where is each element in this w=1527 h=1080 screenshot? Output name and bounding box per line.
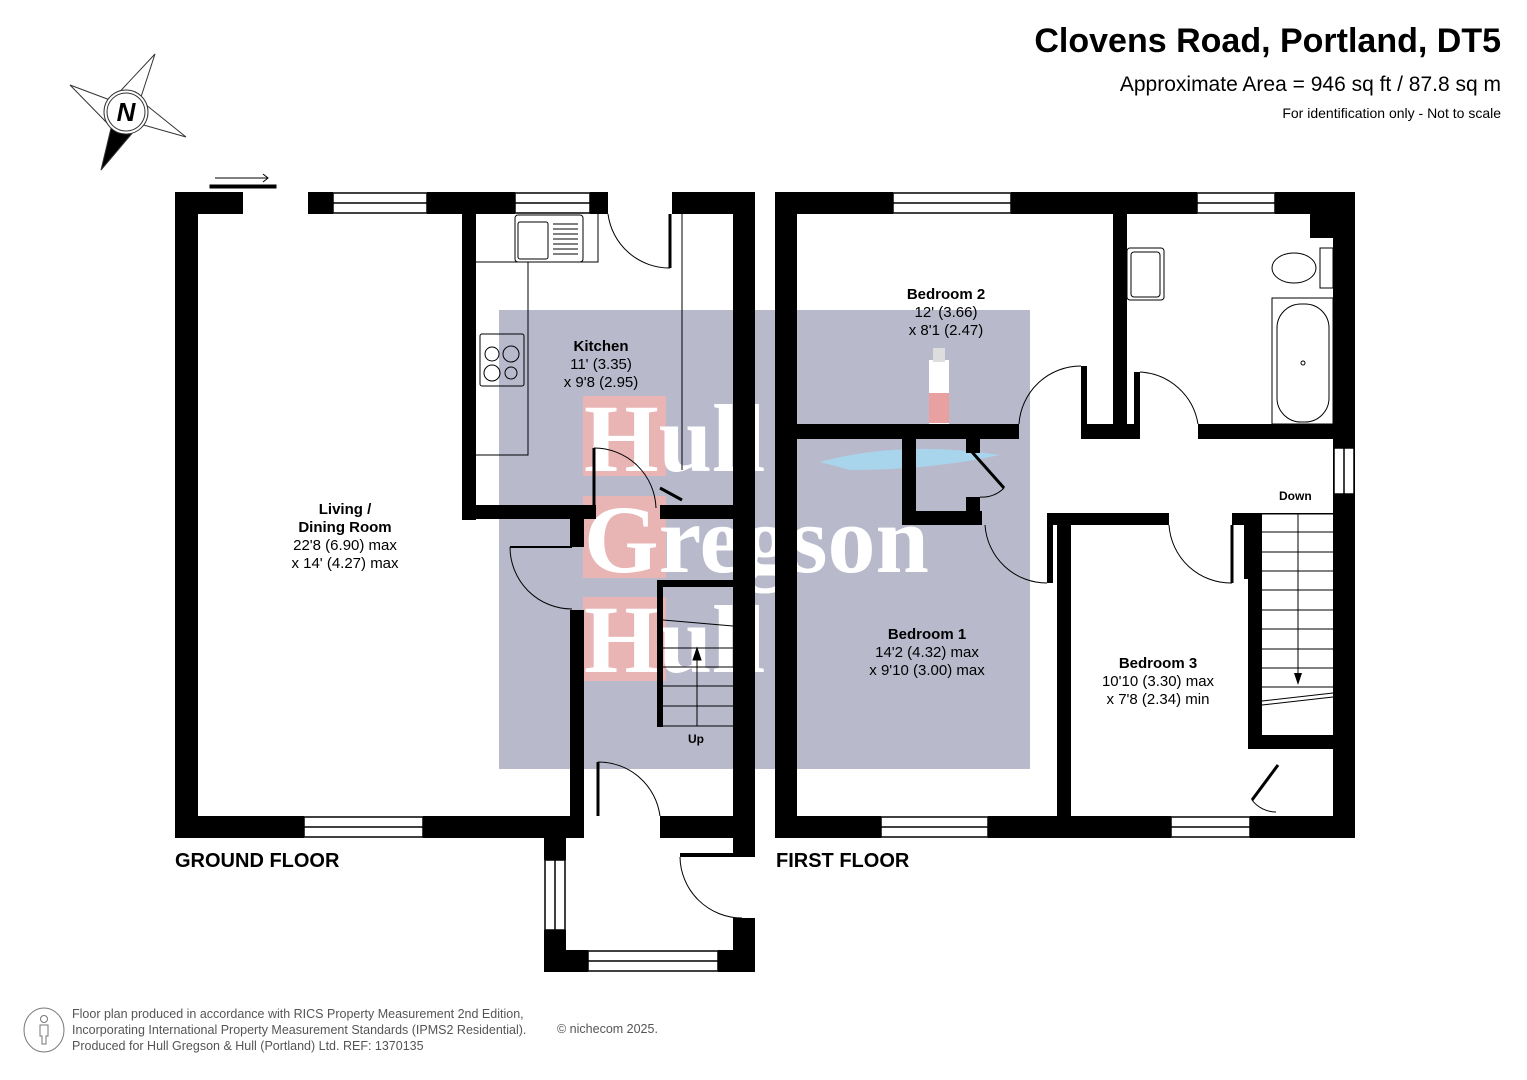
room-name: Living / (318, 501, 372, 518)
copyright: © nichecom 2025. (557, 1022, 658, 1036)
room-bedroom-3: Bedroom 3 10'10 (3.30) max x 7'8 (2.34) … (1078, 655, 1238, 709)
room-dimension-width: x 9'10 (3.00) max (869, 662, 985, 679)
approximate-area: Approximate Area = 946 sq ft / 87.8 sq m (1119, 73, 1501, 96)
room-dimension-width: x 14' (4.27) max (291, 555, 399, 572)
room-name-line2: Dining Room (298, 519, 392, 536)
room-name: Bedroom 1 (887, 626, 967, 643)
compass-north-icon: N (69, 53, 187, 171)
room-dimension-width: x 9'8 (2.95) (563, 374, 639, 391)
stairs-up-label: Up (688, 732, 704, 746)
person-icon (23, 1007, 65, 1053)
room-living-dining: Living / Dining Room 22'8 (6.90) max x 1… (250, 501, 440, 573)
room-dimension-length: 10'10 (3.30) max (1101, 673, 1215, 690)
ground-floor-label: GROUND FLOOR (175, 850, 340, 872)
stairs-down-label: Down (1279, 489, 1312, 503)
room-name: Bedroom 3 (1118, 655, 1198, 672)
sliding-door-icon (209, 173, 277, 189)
room-dimension-length: 11' (3.35) (570, 356, 632, 373)
page-title: Clovens Road, Portland, DT5 (1034, 22, 1501, 60)
stairs-up (662, 619, 734, 727)
room-bedroom-2: Bedroom 2 12' (3.66) x 8'1 (2.47) (876, 286, 1016, 340)
room-dimension-width: x 7'8 (2.34) min (1106, 691, 1210, 708)
footer-notes: Floor plan produced in accordance with R… (72, 1006, 526, 1054)
svg-text:N: N (117, 97, 137, 127)
footer-line-3: Produced for Hull Gregson & Hull (Portla… (72, 1039, 424, 1053)
footer-line-2: Incorporating International Property Mea… (72, 1023, 527, 1037)
room-kitchen: Kitchen 11' (3.35) x 9'8 (2.95) (530, 338, 672, 392)
scale-note: For identification only - Not to scale (1282, 105, 1501, 121)
watermark-gregson: Gregson (584, 486, 929, 593)
room-bedroom-1: Bedroom 1 14'2 (4.32) max x 9'10 (3.00) … (840, 626, 1014, 680)
room-name: Kitchen (573, 338, 629, 355)
room-dimension-width: x 8'1 (2.47) (908, 322, 984, 339)
room-dimension-length: 14'2 (4.32) max (875, 644, 979, 661)
first-floor-label: FIRST FLOOR (776, 850, 910, 872)
room-dimension-length: 12' (3.66) (914, 304, 978, 321)
footer-line-1: Floor plan produced in accordance with R… (72, 1007, 524, 1021)
room-dimension-length: 22'8 (6.90) max (293, 537, 397, 554)
room-name: Bedroom 2 (906, 286, 986, 303)
kitchen-sink-drainer (553, 223, 578, 255)
